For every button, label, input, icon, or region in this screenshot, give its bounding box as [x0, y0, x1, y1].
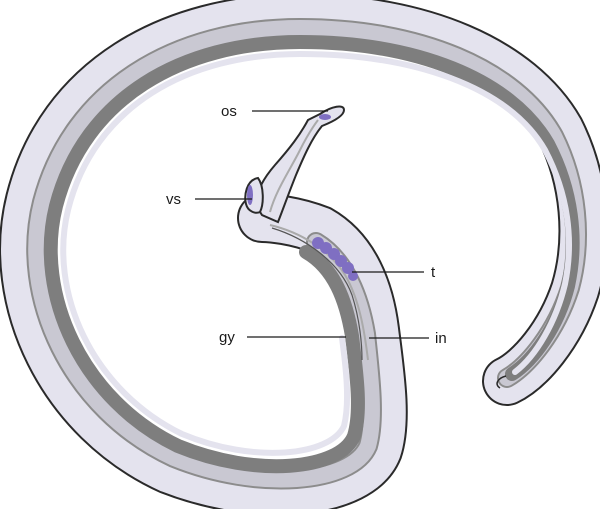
- label-t: t: [431, 264, 436, 281]
- gynecophoric-band: [51, 42, 573, 466]
- label-in: in: [435, 330, 447, 347]
- ventral-sucker-inner: [247, 185, 253, 205]
- label-gy: gy: [219, 329, 235, 346]
- oral-sucker: [319, 114, 331, 120]
- label-vs: vs: [166, 191, 181, 208]
- label-os: os: [221, 103, 237, 120]
